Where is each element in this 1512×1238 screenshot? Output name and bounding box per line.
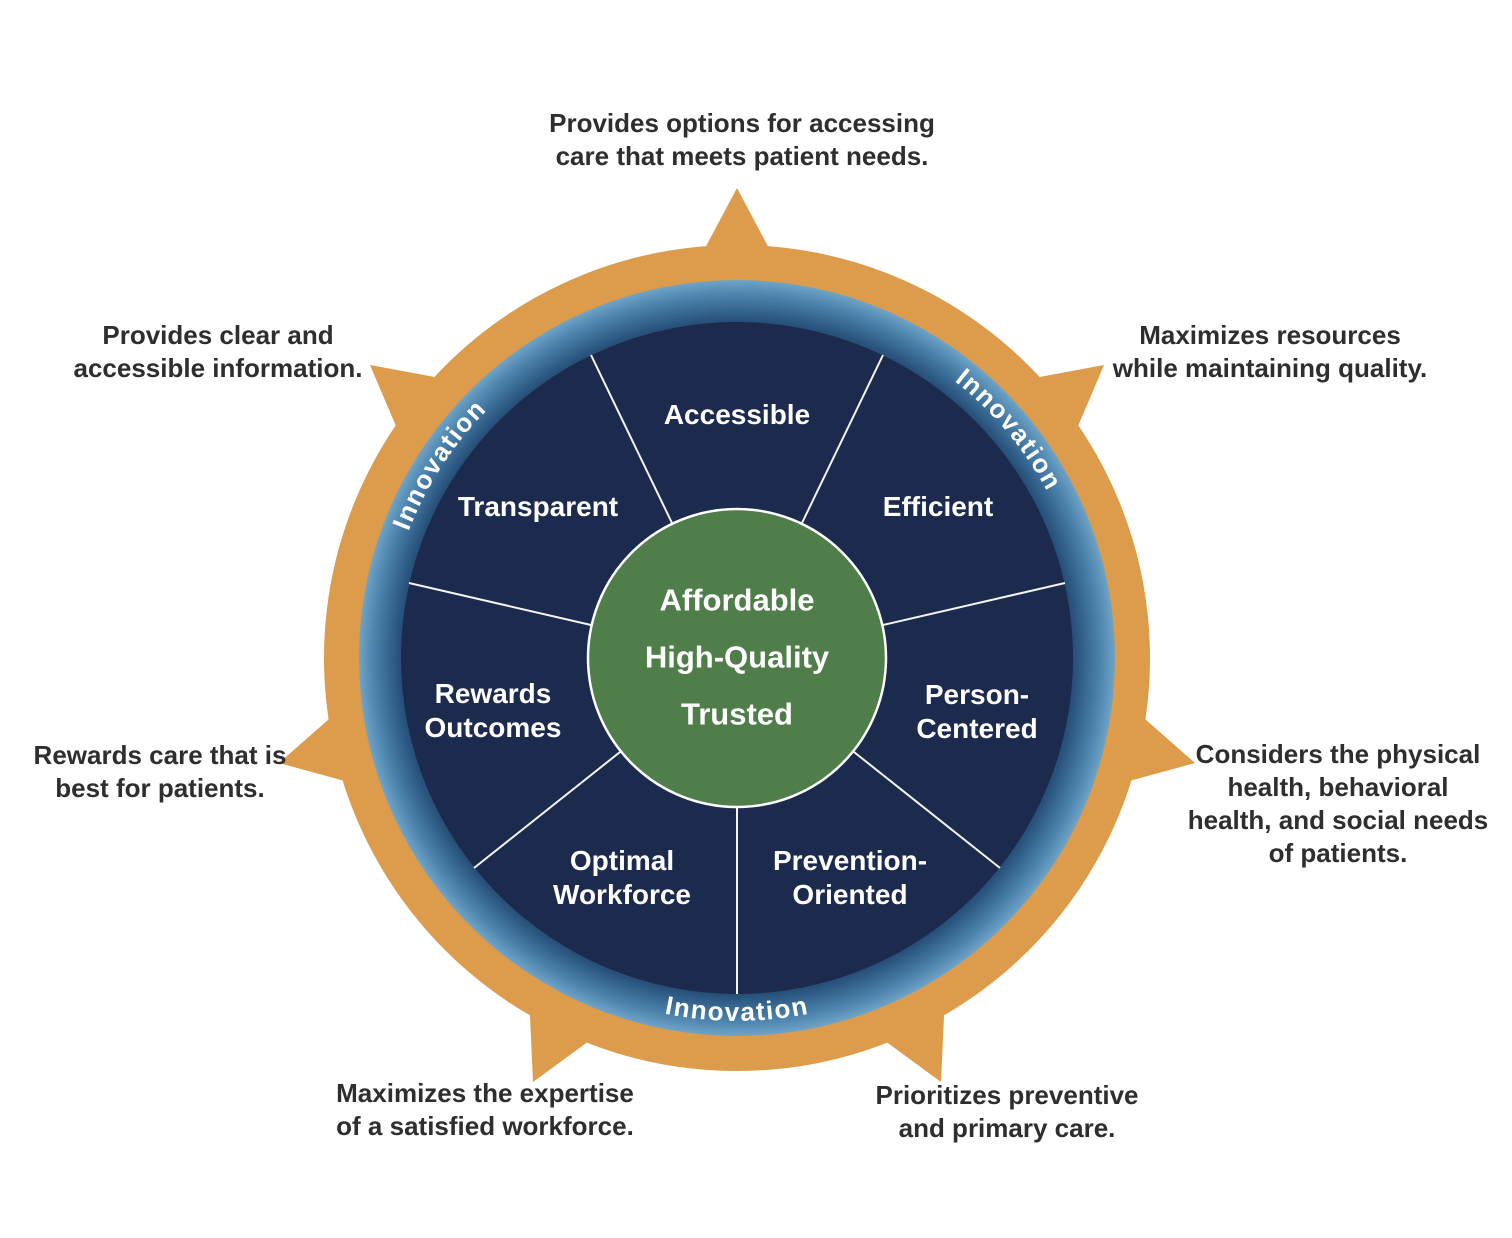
segment-label-optimal-workforce: Optimal Workforce [553, 845, 691, 910]
segment-divider [473, 751, 621, 869]
center-value-high-quality: High-Quality [644, 639, 830, 675]
segment-label-transparent: Transparent [457, 491, 619, 522]
center-values: Affordable High-Quality Trusted [645, 572, 829, 743]
segment-divider [590, 354, 673, 524]
segment-label-accessible: Accessible [663, 399, 811, 430]
center-value-affordable: Affordable [659, 582, 815, 618]
annotation-prevention-oriented: Prioritizes preventive and primary care. [875, 1080, 1139, 1143]
center-circle [586, 507, 888, 809]
segment-label-rewards-outcomes: Rewards Outcomes [424, 678, 562, 743]
segment-divider [853, 751, 1001, 869]
annotation-accessible: Provides options for accessing care that… [549, 108, 935, 171]
segment-label-efficient: Efficient [882, 491, 994, 522]
annotation-efficient: Maximizes resources while maintaining qu… [1112, 320, 1428, 383]
segment-divider [801, 354, 884, 524]
annotation-rewards-outcomes: Rewards care that is best for patients. [33, 740, 287, 803]
segment-label-prevention-oriented: Prevention- Oriented [772, 845, 928, 910]
annotation-optimal-workforce: Maximizes the expertise of a satisfied w… [336, 1078, 634, 1141]
annotation-transparent: Provides clear and accessible informatio… [73, 320, 363, 383]
segment-label-person-centered: Person- Centered [916, 679, 1038, 744]
segment-dividers [408, 354, 1066, 994]
annotation-person-centered: Considers the physical health, behaviora… [1187, 739, 1489, 868]
center-value-trusted: Trusted [681, 696, 793, 732]
segment-divider [882, 582, 1066, 626]
segment-divider [408, 582, 592, 626]
